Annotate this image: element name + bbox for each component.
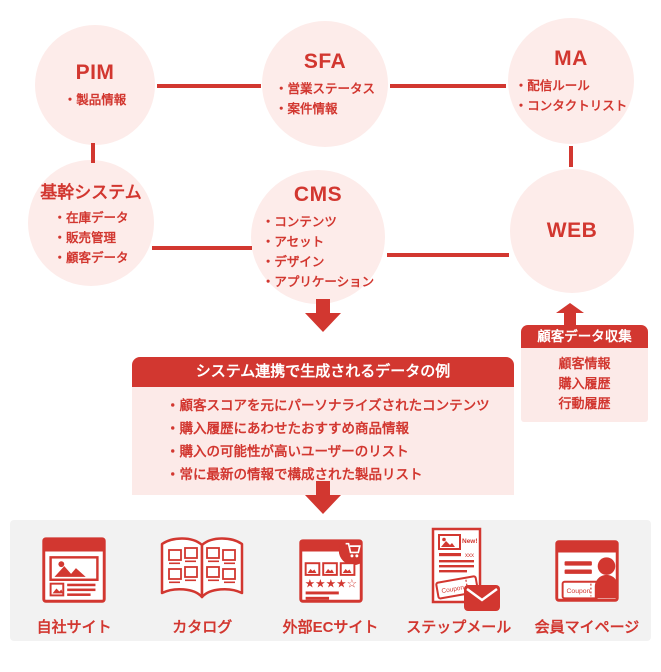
node-cms: CMS コンテンツ アセット デザイン アプリケーション	[251, 170, 385, 304]
node-sfa-items: 営業ステータス 案件情報	[275, 79, 376, 119]
node-sfa-title: SFA	[303, 49, 347, 73]
node-core-system-title: 基幹システム	[40, 183, 142, 202]
list-item: コンタクトリスト	[515, 96, 627, 116]
list-item: 常に最新の情報で構成された製品リスト	[166, 463, 504, 486]
node-core-system-items: 在庫データ 販売管理 顧客データ	[53, 208, 129, 268]
channel-member-page: Coupon 会員マイページ	[523, 520, 651, 641]
member-page-icon: Coupon	[555, 540, 619, 602]
connector-cms-web	[387, 253, 509, 257]
list-item: 行動履歴	[558, 396, 611, 411]
customer-data-collection-box: 顧客データ収集 顧客情報 購入履歴 行動履歴	[521, 325, 648, 422]
coupon-text: Coupon	[566, 588, 590, 595]
channel-label: カタログ	[172, 619, 233, 636]
customer-data-collection-body: 顧客情報 購入履歴 行動履歴	[521, 348, 648, 422]
node-cms-title: CMS	[293, 182, 343, 206]
channel-label: 自社サイト	[36, 619, 112, 636]
up-arrow-icon	[556, 303, 584, 326]
list-item: 販売管理	[53, 228, 128, 248]
node-pim-title: PIM	[75, 60, 115, 84]
channel-step-mail: New! xxx Coupon ステップメール	[395, 520, 523, 641]
generated-data-box-title: システム連携で生成されるデータの例	[132, 357, 514, 387]
node-ma-items: 配信ルール コンタクトリスト	[515, 76, 628, 116]
list-item: 顧客スコアを元にパーソナライズされたコンテンツ	[166, 394, 504, 417]
list-item: デザイン	[262, 252, 374, 272]
node-ma: MA 配信ルール コンタクトリスト	[508, 18, 634, 144]
channel-label: 外部ECサイト	[282, 619, 379, 636]
website-icon	[42, 537, 106, 603]
connector-sfa-ma	[390, 84, 506, 88]
node-web-title: WEB	[546, 219, 598, 242]
list-item: 購入の可能性が高いユーザーのリスト	[166, 440, 504, 463]
list-item: 顧客データ	[53, 248, 129, 268]
list-item: 配信ルール	[515, 76, 628, 96]
list-item: 製品情報	[64, 90, 126, 110]
connector-ma-web	[569, 146, 573, 167]
list-item: アプリケーション	[262, 272, 374, 292]
list-item: 購入履歴にあわせたおすすめ商品情報	[166, 417, 504, 440]
list-item: 在庫データ	[53, 208, 129, 228]
node-pim: PIM 製品情報	[35, 25, 155, 145]
generated-data-box: システム連携で生成されるデータの例 顧客スコアを元にパーソナライズされたコンテン…	[132, 357, 514, 495]
channel-external-ec: ★★★★☆ 外部ECサイト	[266, 520, 394, 641]
generated-data-box-body: 顧客スコアを元にパーソナライズされたコンテンツ 購入履歴にあわせたおすすめ商品情…	[132, 387, 514, 495]
node-ma-title: MA	[554, 46, 588, 70]
star-rating: ★★★★☆	[304, 578, 356, 591]
channel-band: 自社サイト	[10, 520, 651, 641]
list-item: 案件情報	[275, 99, 375, 119]
channel-own-site: 自社サイト	[10, 520, 138, 641]
coupon-text: Coupon	[441, 584, 465, 595]
node-cms-items: コンテンツ アセット デザイン アプリケーション	[262, 212, 374, 292]
list-item: 営業ステータス	[275, 79, 376, 99]
node-pim-items: 製品情報	[64, 90, 126, 110]
list-item: 購入履歴	[558, 376, 611, 391]
connector-core-cms	[152, 246, 252, 250]
connector-pim-core	[91, 143, 95, 163]
catalog-icon	[161, 537, 244, 599]
down-arrow-icon	[305, 299, 341, 332]
list-item: 顧客情報	[558, 356, 611, 371]
xxx-text: xxx	[465, 553, 474, 559]
connector-pim-sfa	[157, 84, 261, 88]
list-item: アセット	[262, 232, 374, 252]
node-web: WEB	[510, 169, 634, 293]
down-arrow-icon	[305, 481, 341, 514]
new-badge: New!	[462, 538, 478, 545]
customer-data-collection-title: 顧客データ収集	[521, 325, 648, 348]
channel-catalog: カタログ	[138, 520, 266, 641]
ec-site-icon: ★★★★☆	[298, 539, 363, 603]
channel-label: ステップメール	[406, 619, 512, 636]
node-sfa: SFA 営業ステータス 案件情報	[262, 21, 388, 147]
node-core-system: 基幹システム 在庫データ 販売管理 顧客データ	[28, 160, 154, 286]
channel-label: 会員マイページ	[534, 619, 640, 636]
step-mail-icon: New! xxx Coupon	[431, 527, 500, 611]
list-item: コンテンツ	[262, 212, 374, 232]
